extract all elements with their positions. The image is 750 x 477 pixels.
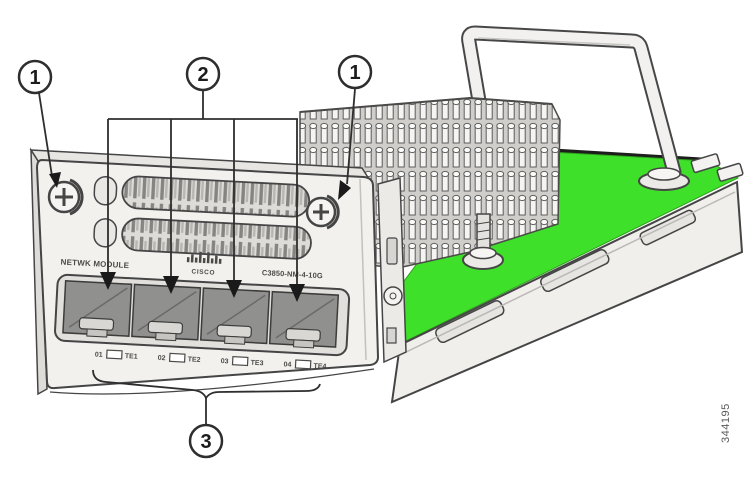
faceplate-left-flange: [30, 147, 48, 396]
sfp-port-1: [62, 280, 133, 338]
faceplate-tilted-content: NETWK MODULE CISCO C3850-NM-4-10G: [54, 175, 351, 371]
svg-text:03: 03: [220, 358, 228, 365]
arrowhead: [100, 272, 116, 290]
sfp-port-4: [268, 290, 340, 349]
carry-handle: [461, 25, 690, 191]
callout-screw-left: 1: [17, 59, 61, 188]
hinge-tabs: [690, 153, 744, 182]
svg-text:3: 3: [200, 431, 211, 453]
port-led-label-3: 03 TE3: [220, 356, 264, 368]
captive-screw-right: [305, 194, 340, 230]
svg-text:2: 2: [197, 64, 208, 86]
faceplate-back-wall: [377, 177, 407, 364]
vent-cap-top: [93, 176, 118, 206]
svg-text:TE4: TE4: [313, 363, 326, 371]
svg-text:1: 1: [349, 62, 360, 84]
silkscreen-netwk-module: NETWK MODULE: [60, 258, 129, 271]
port-led-label-2: 02 TE2: [158, 352, 201, 364]
arrowhead: [49, 172, 61, 188]
model-number: C3850-NM-4-10G: [262, 268, 323, 280]
callout-ports: 2: [100, 56, 305, 302]
svg-text:04: 04: [283, 361, 291, 368]
cisco-logo-icon: [186, 251, 222, 264]
callout-leds: 3: [92, 369, 321, 459]
led-1: [106, 349, 123, 360]
svg-text:01: 01: [95, 351, 103, 358]
callout-screw-right: 1: [337, 54, 373, 200]
faceplate: NETWK MODULE CISCO C3850-NM-4-10G: [29, 147, 407, 396]
vent-slot-bottom: [121, 217, 312, 260]
captive-screw-left: [47, 178, 84, 216]
sfp-port-3: [199, 287, 271, 345]
svg-text:TE2: TE2: [188, 356, 201, 364]
cisco-wordmark: CISCO: [191, 268, 215, 276]
port-led-label-4: 04 TE4: [283, 359, 327, 371]
tray-side-rail: [390, 180, 744, 404]
arrowhead: [289, 284, 305, 302]
arrowhead: [163, 276, 179, 294]
svg-text:TE3: TE3: [250, 360, 263, 368]
svg-text:1: 1: [29, 67, 40, 89]
vent-cap-bottom: [93, 218, 118, 248]
sfp-port-2: [131, 283, 202, 342]
port-led-label-1: 01 TE1: [95, 349, 138, 361]
led-4: [294, 359, 312, 370]
figure-number: 344195: [720, 403, 732, 443]
vent-slot-top: [121, 175, 311, 218]
arrowhead: [226, 280, 242, 298]
module-body: [389, 146, 744, 404]
svg-text:02: 02: [158, 355, 166, 362]
svg-text:TE1: TE1: [125, 353, 138, 361]
arrowhead: [338, 180, 351, 200]
board-plunger: [462, 213, 504, 270]
led-2: [168, 352, 186, 363]
led-3: [231, 356, 249, 367]
